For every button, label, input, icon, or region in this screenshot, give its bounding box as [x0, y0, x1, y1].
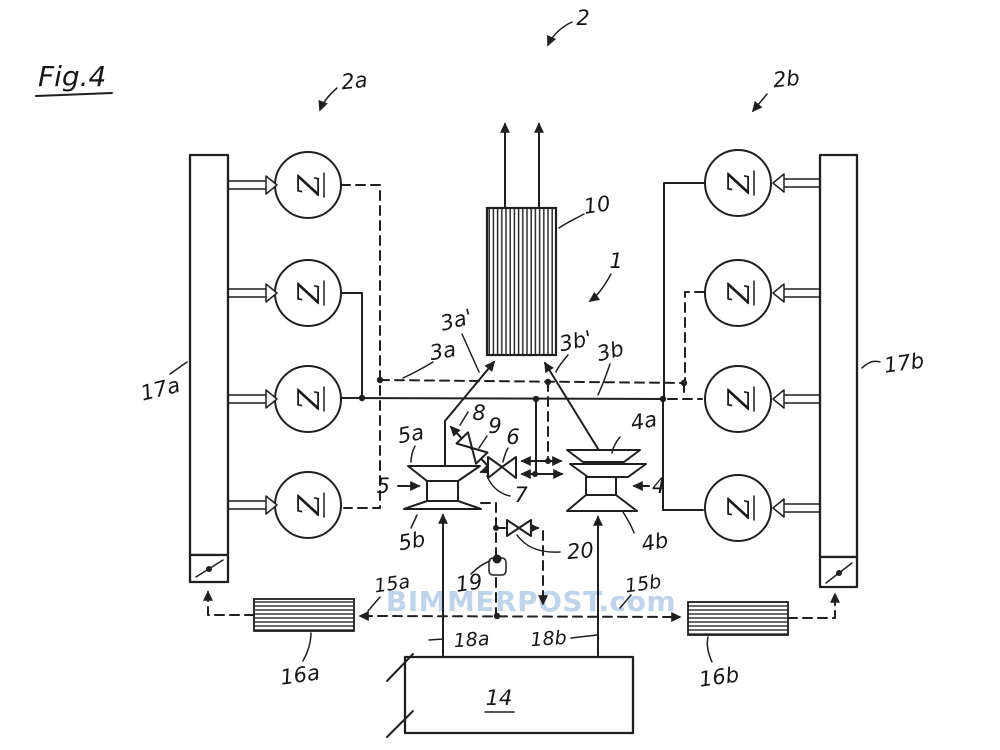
label-5b: 5b	[397, 527, 427, 555]
label-9: 9	[488, 414, 501, 438]
cylinder-z-symbol: Z	[722, 387, 757, 410]
cylinder: Z	[704, 149, 772, 217]
intake-manifold-right	[818, 153, 859, 589]
turbine-wheel	[566, 449, 641, 463]
label-18b: 18b	[530, 627, 568, 651]
hollow-arrow-icon	[227, 283, 278, 303]
cylinder-bank-right: Z Z Z Z	[704, 149, 772, 542]
intake-manifold-left	[188, 153, 230, 584]
label-17a: 17a	[138, 373, 182, 406]
cylinder: Z	[704, 474, 772, 542]
reference-labels: Fig.4 2 2a 2b 10 1 3a' 3a 3b' 3b 17a 17b…	[35, 6, 926, 713]
valve-8-9	[455, 431, 489, 465]
dashed-lines	[203, 184, 840, 622]
turbine-wheel-2	[569, 463, 647, 478]
cylinder-z-symbol: Z	[292, 281, 327, 304]
label-4: 4	[652, 474, 665, 498]
cylinder: Z	[704, 365, 772, 433]
label-2a: 2a	[340, 68, 369, 95]
manifold-body-right	[818, 153, 859, 559]
hollow-arrow-icon	[227, 495, 278, 515]
intake-arrows-left	[227, 175, 278, 515]
exhaust-silencer	[485, 122, 558, 357]
manifold-body-left	[188, 153, 230, 557]
label-8: 8	[472, 401, 485, 425]
watermark-text: BIMMERPOST.com	[386, 585, 676, 618]
cylinder: Z	[274, 151, 342, 219]
charge-air-cooler-left	[253, 598, 355, 632]
hollow-arrow-icon	[227, 175, 278, 195]
compressor-wheel	[403, 500, 482, 510]
label-6: 6	[506, 425, 519, 449]
turbine-wheel	[407, 465, 481, 482]
line-to-silencer-left	[444, 360, 496, 422]
label-16b: 16b	[698, 662, 741, 691]
turbo-shaft	[585, 476, 617, 496]
label-4a: 4a	[629, 407, 659, 435]
label-16a: 16a	[279, 660, 322, 689]
hollow-arrow-icon	[772, 498, 821, 518]
cylinder-z-symbol: Z	[292, 493, 327, 516]
compressor-wheel	[566, 494, 638, 512]
silencer-box	[485, 206, 558, 357]
cylinder: Z	[274, 365, 342, 433]
label-17b: 17b	[883, 348, 926, 377]
turbocharger-right	[566, 449, 647, 512]
label-10: 10	[582, 191, 612, 218]
intake-arrows-right	[772, 173, 821, 518]
cylinder-z-symbol: Z	[722, 281, 757, 304]
label-14: 14	[486, 686, 513, 710]
hollow-arrow-icon	[227, 389, 278, 409]
break-mark	[386, 710, 414, 738]
label-2: 2	[576, 6, 589, 30]
cylinder-z-symbol: Z	[292, 173, 327, 196]
cylinder: Z	[704, 259, 772, 327]
charge-air-cooler-right	[687, 601, 789, 636]
control-unit	[386, 653, 635, 738]
label-4b: 4b	[640, 528, 670, 556]
label-15a: 15a	[373, 571, 412, 598]
label-3b-prime: 3b'	[557, 326, 594, 356]
sensor-19	[488, 554, 507, 576]
label-5: 5	[377, 474, 390, 498]
label-20: 20	[566, 538, 595, 564]
cylinder-z-symbol: Z	[722, 496, 757, 519]
turbo-shaft	[426, 480, 459, 502]
valve-20	[506, 519, 532, 537]
junction-dots	[358, 376, 688, 620]
label-3a-prime: 3a'	[438, 305, 475, 336]
break-mark	[386, 653, 414, 682]
label-2b: 2b	[772, 66, 801, 93]
label-3b: 3b	[594, 336, 626, 366]
label-7: 7	[514, 483, 528, 507]
cylinder: Z	[274, 259, 342, 327]
cylinder-z-symbol: Z	[292, 387, 327, 410]
line-to-silencer-right	[544, 361, 601, 453]
label-15b: 15b	[624, 571, 663, 598]
label-19: 19	[454, 569, 484, 596]
label-5a: 5a	[396, 420, 426, 448]
cylinder-z-symbol: Z	[722, 171, 757, 194]
turbocharger-left	[403, 465, 482, 510]
control-unit-box	[403, 655, 635, 735]
valve-6	[487, 456, 517, 479]
figure-title: Fig.4	[38, 60, 106, 93]
hollow-arrow-icon	[772, 283, 821, 303]
cylinder-bank-left: Z Z Z Z	[274, 151, 342, 539]
hollow-arrow-icon	[772, 389, 821, 409]
label-18a: 18a	[453, 628, 490, 652]
cylinder: Z	[274, 471, 342, 539]
hollow-arrow-icon	[772, 173, 821, 193]
label-1: 1	[609, 249, 622, 273]
label-3a: 3a	[428, 337, 458, 365]
